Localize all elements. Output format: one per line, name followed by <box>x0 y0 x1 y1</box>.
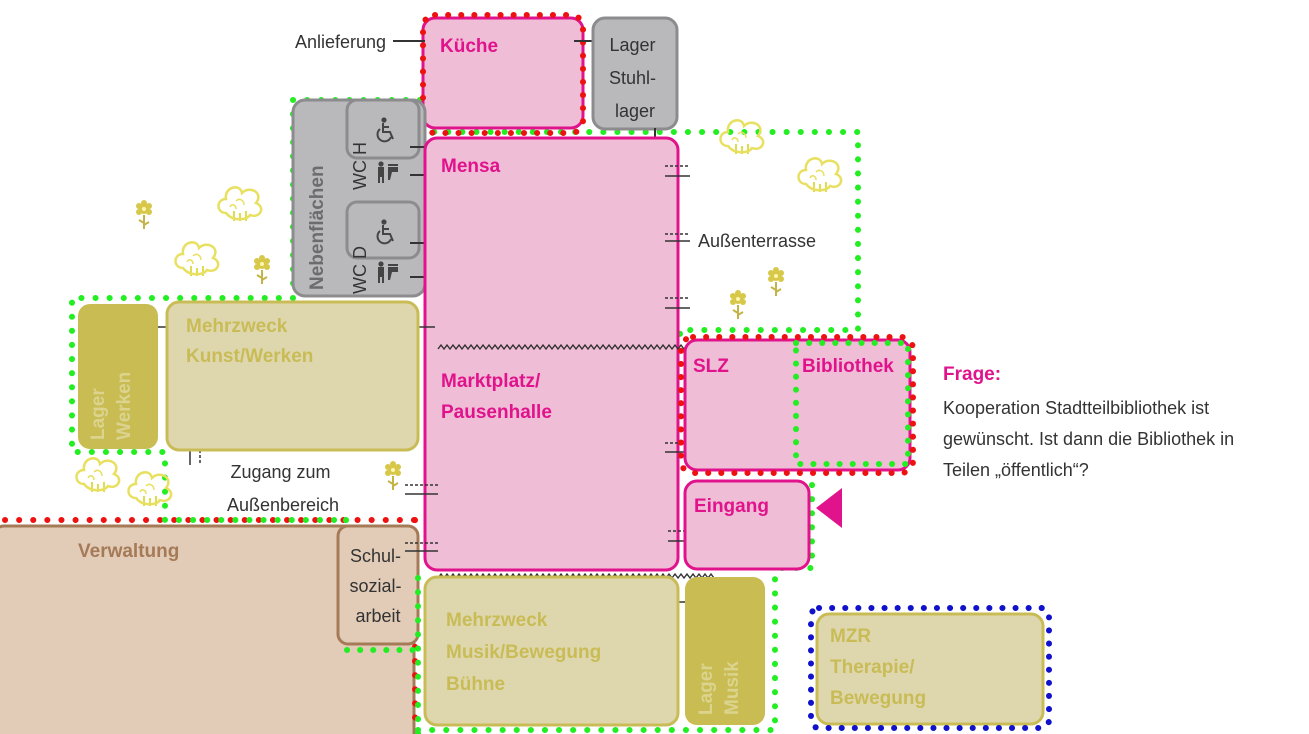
tree-icon <box>174 241 220 278</box>
eingang-room <box>683 479 811 571</box>
slz-label: SLZ <box>693 356 729 377</box>
lager-stuhllager-label: Lager Stuhl- lager <box>609 35 661 121</box>
mehrzweck-musik-room <box>423 575 680 727</box>
nebenflaechen-label: Nebenflächen <box>307 165 328 290</box>
question-text: Kooperation Stadtteilbibliothek ist gewü… <box>943 398 1239 480</box>
flower-icon <box>729 289 747 320</box>
marktplatz-label: Marktplatz/ Pausenhalle <box>441 371 552 423</box>
mehrzweck-kunst-label: Mehrzweck Kunst/Werken <box>186 316 313 367</box>
outdoor-area-outline <box>417 129 861 345</box>
aussenterrasse-label: Außenterrasse <box>698 231 816 251</box>
anlieferung-label: Anlieferung <box>295 32 386 52</box>
schulsozialarbeit-room <box>336 524 420 646</box>
tree-icon <box>719 119 765 156</box>
tree-icon <box>75 457 121 494</box>
slz-red-dotted-outline <box>678 334 916 476</box>
mehrzweck-kunst-room <box>165 300 420 452</box>
wc-d-label: WC D <box>350 246 370 294</box>
flower-icon <box>767 266 785 297</box>
flower-icon <box>253 254 271 285</box>
flower-icon <box>384 460 402 491</box>
mensa-label: Mensa <box>441 156 501 177</box>
mzr-room <box>815 612 1045 726</box>
schulsozialarbeit-label: Schul- sozial- arbeit <box>349 546 406 626</box>
mzr-label: MZR Therapie/ Bewegung <box>830 626 926 709</box>
flower-icon <box>135 199 153 230</box>
verwaltung-label: Verwaltung <box>78 541 179 562</box>
kueche-room <box>421 16 585 130</box>
wc-h-label: WC H <box>350 142 370 190</box>
tree-icon <box>797 157 843 194</box>
mehrzweck-musik-label: Mehrzweck Musik/Bewegung Bühne <box>446 610 606 695</box>
eingang-label: Eingang <box>694 496 769 517</box>
sliding-wall-top <box>437 343 715 351</box>
kueche-red-dotted-outline <box>420 12 586 136</box>
lager-musik-room <box>685 577 765 725</box>
lager-werken-label: Lager Werken <box>88 372 135 440</box>
mensa-marktplatz-room <box>423 136 680 572</box>
zugang-label: Zugang zum Außenbereich <box>227 462 339 515</box>
lager-musik-label: Lager Musik <box>696 658 743 715</box>
mzr-blue-dotted-outline <box>808 605 1052 731</box>
lager-stuhllager-room <box>591 16 679 131</box>
question-title: Frage: <box>943 364 1001 385</box>
kueche-label: Küche <box>440 36 498 57</box>
entrance-arrow-icon <box>816 488 842 528</box>
lager-werken-room <box>78 304 158 449</box>
tree-icon <box>217 186 263 223</box>
bibliothek-label: Bibliothek <box>802 356 894 377</box>
bibliothek-green-dotted-outline <box>793 340 911 467</box>
